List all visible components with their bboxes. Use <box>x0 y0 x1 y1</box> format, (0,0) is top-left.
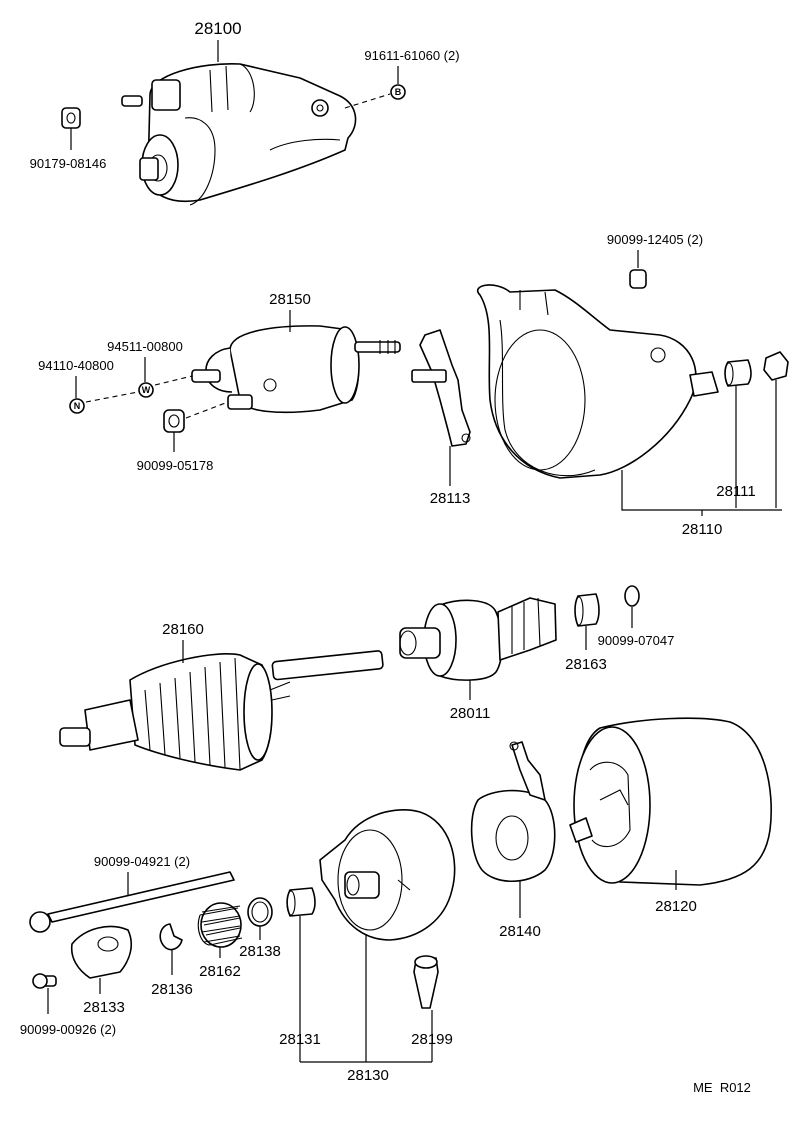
starter-assembly-drawing <box>121 63 357 206</box>
lock-plate-icon <box>159 923 183 951</box>
nut-90179-icon <box>61 107 81 129</box>
label-28133: 28133 <box>83 999 125 1016</box>
n-symbol-icon <box>69 398 85 414</box>
yoke-drawing <box>569 717 773 886</box>
solenoid-drawing <box>191 325 401 414</box>
through-bolt-icon <box>29 871 235 933</box>
nut-90099-12405-icon <box>629 269 647 289</box>
armature-drawing <box>59 650 384 771</box>
label-28113: 28113 <box>430 490 471 507</box>
snap-ring-icon <box>624 585 640 607</box>
collar-28163-icon <box>574 593 600 627</box>
label-90179-08146: 90179-08146 <box>30 156 107 171</box>
label-90099-00926: 90099-00926 (2) <box>20 1022 116 1037</box>
label-90099-05178: 90099-05178 <box>137 458 214 473</box>
b-symbol-icon <box>390 84 406 100</box>
label-28138: 28138 <box>239 943 281 960</box>
drive-housing-drawing <box>477 284 719 479</box>
label-28150: 28150 <box>269 291 311 308</box>
cap-28199-icon <box>413 955 439 1009</box>
label-90099-07047: 90099-07047 <box>598 633 675 648</box>
label-28163: 28163 <box>565 656 607 673</box>
label-28160: 28160 <box>162 621 204 638</box>
label-28111: 28111 <box>716 483 756 500</box>
contact-plate-drawing <box>411 329 471 447</box>
label-28136: 28136 <box>151 981 193 998</box>
label-28120: 28120 <box>655 898 697 915</box>
label-28162: 28162 <box>199 963 241 980</box>
w-symbol-icon <box>138 382 154 398</box>
label-28199: 28199 <box>411 1031 453 1048</box>
sleeve-90099-05178-icon <box>163 409 185 433</box>
label-90099-04921: 90099-04921 (2) <box>94 854 190 869</box>
cap-plug-icon <box>763 351 789 381</box>
label-91611-61060: 91611-61060 (2) <box>364 48 459 63</box>
screw-icon <box>32 973 57 989</box>
commutator-end-frame-drawing <box>319 809 456 941</box>
label-28110: 28110 <box>682 521 723 538</box>
end-cover-drawing <box>70 925 132 979</box>
clutch-drawing <box>399 597 557 681</box>
n-symbol-letter: N <box>74 401 81 411</box>
label-28100: 28100 <box>194 19 241 38</box>
label-28140: 28140 <box>499 923 541 940</box>
bushing-28131-icon <box>286 887 316 917</box>
diagram-code: ME R012 <box>693 1080 751 1095</box>
label-28130: 28130 <box>347 1067 389 1084</box>
w-symbol-letter: W <box>142 385 151 395</box>
label-94511-00800: 94511-00800 <box>107 339 183 354</box>
label-90099-12405: 90099-12405 (2) <box>607 232 703 247</box>
brush-holder-drawing <box>470 741 556 882</box>
b-symbol-letter: B <box>395 87 402 97</box>
label-28131: 28131 <box>279 1031 321 1048</box>
label-28011: 28011 <box>450 705 491 722</box>
label-94110-40800: 94110-40800 <box>38 358 114 373</box>
spring-drawing <box>197 902 243 948</box>
bushing-28111-icon <box>724 359 752 387</box>
